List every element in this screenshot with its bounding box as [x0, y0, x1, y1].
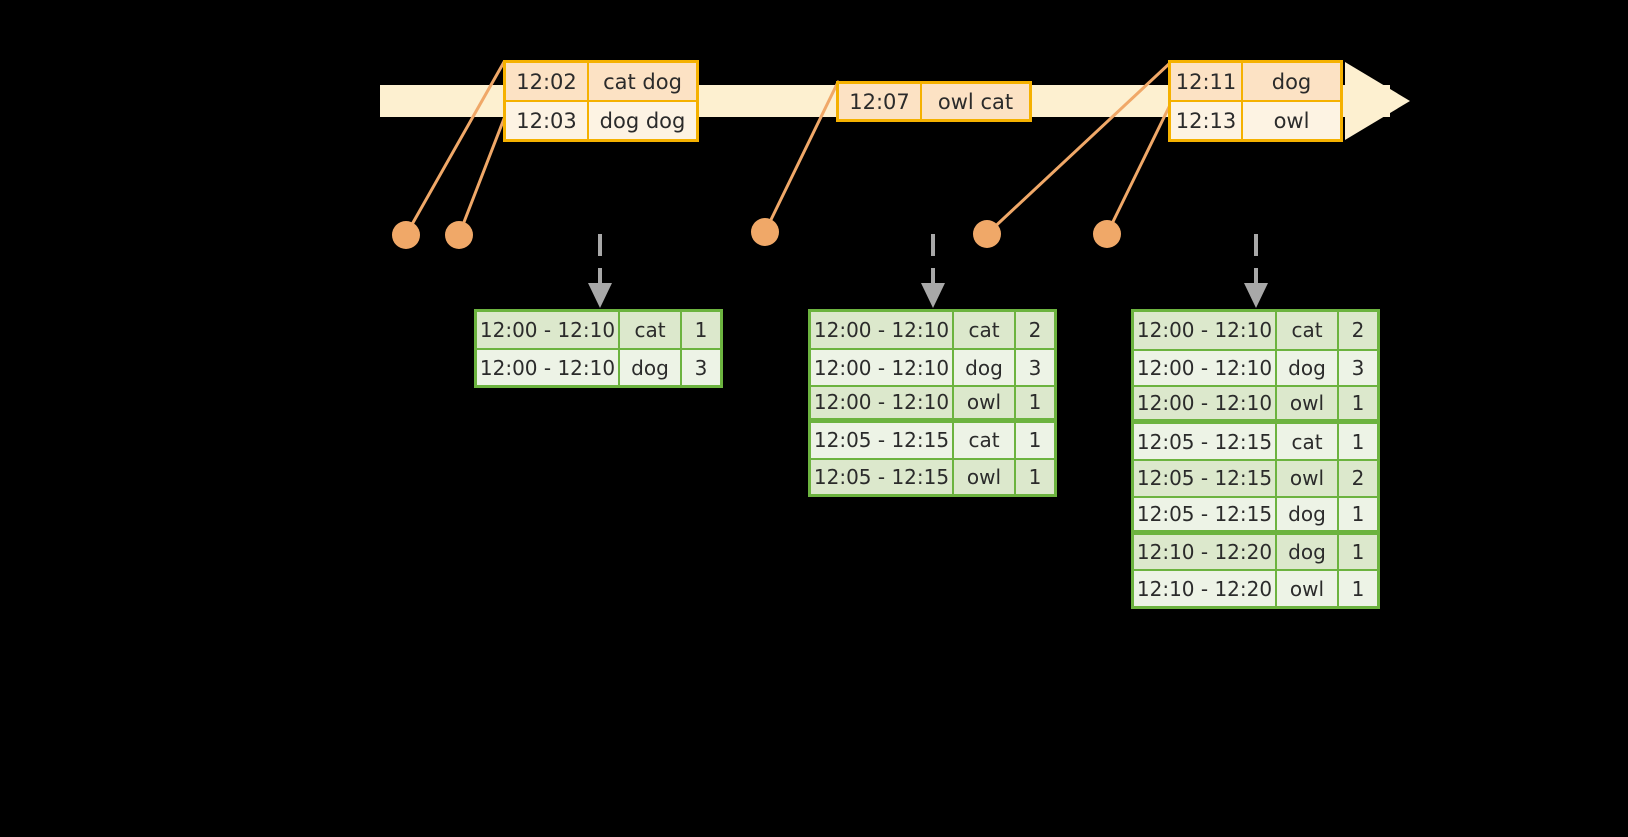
cell-window: 12:05 - 12:15	[1134, 460, 1277, 496]
event-row[interactable]: 12:13 owl	[1171, 100, 1340, 139]
table-row[interactable]: 12:05 - 12:15 owl 1	[811, 457, 1054, 494]
event-row[interactable]: 12:03 dog dog	[506, 100, 696, 139]
dot-4	[973, 220, 1001, 248]
cell-window: 12:00 - 12:10	[477, 350, 620, 385]
cell-key: cat	[620, 312, 682, 349]
dot-1	[392, 221, 420, 249]
table-row[interactable]: 12:00 - 12:10 dog 3	[477, 348, 720, 385]
cell-count: 1	[1028, 464, 1042, 489]
cell-count: 1	[1351, 391, 1365, 416]
event-words: owl cat	[937, 89, 1014, 114]
result-table-1[interactable]: 12:00 - 12:10 cat 1 12:00 - 12:10 dog 3	[474, 309, 723, 388]
cell-window: 12:05 - 12:15	[1134, 424, 1277, 459]
result-table-2[interactable]: 12:00 - 12:10 cat 2 12:00 - 12:10 dog 3 …	[808, 309, 1057, 497]
table-row[interactable]: 12:00 - 12:10 cat 2	[811, 312, 1054, 349]
event-time: 12:13	[1171, 102, 1243, 139]
cell-count: 2	[1351, 466, 1365, 491]
event-time: 12:11	[1171, 63, 1243, 100]
cell-count: 1	[1351, 576, 1365, 601]
event-time: 12:07	[839, 84, 922, 119]
dot-3	[751, 218, 779, 246]
cell-count: 1	[1351, 501, 1365, 526]
cell-count: 1	[1028, 390, 1042, 415]
event-group-3[interactable]: 12:11 dog 12:13 owl	[1168, 60, 1343, 142]
cell-key: dog	[620, 350, 682, 385]
connector-1	[404, 60, 506, 237]
cell-key: dog	[954, 350, 1016, 385]
cell-key: owl	[954, 386, 1016, 419]
cell-window: 12:00 - 12:10	[1134, 387, 1277, 420]
cell-key: owl	[1277, 460, 1339, 496]
event-time: 12:03	[506, 102, 589, 139]
cell-window: 12:05 - 12:15	[811, 423, 954, 458]
event-words: cat dog	[603, 69, 682, 94]
cell-count: 1	[1028, 428, 1042, 453]
event-words: dog	[1271, 69, 1312, 94]
cell-count: 2	[1351, 318, 1365, 343]
table-row[interactable]: 12:00 - 12:10 dog 3	[811, 348, 1054, 385]
event-words: owl	[1273, 108, 1310, 133]
cell-key: dog	[1277, 350, 1339, 386]
cell-key: owl	[1277, 387, 1339, 420]
table-row[interactable]: 12:00 - 12:10 cat 1	[477, 312, 720, 349]
cell-window: 12:00 - 12:10	[477, 312, 620, 349]
cell-count: 1	[1351, 539, 1365, 564]
dot-5	[1093, 220, 1121, 248]
event-time: 12:02	[506, 63, 589, 100]
emit-arrow-2	[921, 234, 945, 308]
table-row[interactable]: 12:05 - 12:15 cat 1	[1134, 422, 1377, 459]
cell-key: dog	[1277, 534, 1339, 570]
cell-key: cat	[1277, 312, 1339, 349]
cell-count: 3	[1351, 356, 1365, 381]
dot-2	[445, 221, 473, 249]
event-row[interactable]: 12:11 dog	[1171, 63, 1340, 100]
connector-3	[763, 80, 840, 234]
table-row[interactable]: 12:05 - 12:15 cat 1	[811, 421, 1054, 458]
cell-count: 1	[1351, 429, 1365, 454]
emit-arrow-3	[1244, 234, 1268, 308]
cell-window: 12:05 - 12:15	[1134, 497, 1277, 530]
cell-window: 12:05 - 12:15	[811, 459, 954, 494]
connector-5	[1105, 103, 1172, 236]
cell-window: 12:10 - 12:20	[1134, 534, 1277, 570]
cell-count: 3	[694, 355, 708, 380]
result-table-3[interactable]: 12:00 - 12:10 cat 2 12:00 - 12:10 dog 3 …	[1131, 309, 1380, 609]
cell-window: 12:00 - 12:10	[1134, 350, 1277, 386]
emit-arrows	[588, 234, 1268, 308]
table-row[interactable]: 12:00 - 12:10 cat 2	[1134, 312, 1377, 349]
cell-key: owl	[1277, 571, 1339, 606]
cell-window: 12:00 - 12:10	[811, 350, 954, 385]
cell-window: 12:00 - 12:10	[811, 312, 954, 349]
cell-count: 3	[1028, 355, 1042, 380]
event-group-2[interactable]: 12:07 owl cat	[836, 81, 1032, 122]
cell-window: 12:00 - 12:10	[1134, 312, 1277, 349]
trigger-dots	[392, 218, 1121, 249]
table-row[interactable]: 12:10 - 12:20 dog 1	[1134, 532, 1377, 570]
table-row[interactable]: 12:00 - 12:10 owl 1	[811, 384, 1054, 422]
cell-key: cat	[1277, 424, 1339, 459]
emit-arrow-1	[588, 234, 612, 308]
event-row[interactable]: 12:02 cat dog	[506, 63, 696, 100]
table-row[interactable]: 12:05 - 12:15 dog 1	[1134, 495, 1377, 533]
table-row[interactable]: 12:05 - 12:15 owl 2	[1134, 458, 1377, 496]
cell-window: 12:10 - 12:20	[1134, 571, 1277, 606]
cell-count: 1	[694, 318, 708, 343]
event-words: dog dog	[599, 108, 686, 133]
table-row[interactable]: 12:00 - 12:10 owl 1	[1134, 385, 1377, 423]
table-row[interactable]: 12:10 - 12:20 owl 1	[1134, 569, 1377, 606]
table-row[interactable]: 12:00 - 12:10 dog 3	[1134, 348, 1377, 386]
cell-key: cat	[954, 423, 1016, 458]
cell-window: 12:00 - 12:10	[811, 386, 954, 419]
cell-key: owl	[954, 459, 1016, 494]
event-row[interactable]: 12:07 owl cat	[839, 84, 1029, 119]
cell-key: cat	[954, 312, 1016, 349]
cell-count: 2	[1028, 318, 1042, 343]
cell-key: dog	[1277, 497, 1339, 530]
event-group-1[interactable]: 12:02 cat dog 12:03 dog dog	[503, 60, 699, 142]
